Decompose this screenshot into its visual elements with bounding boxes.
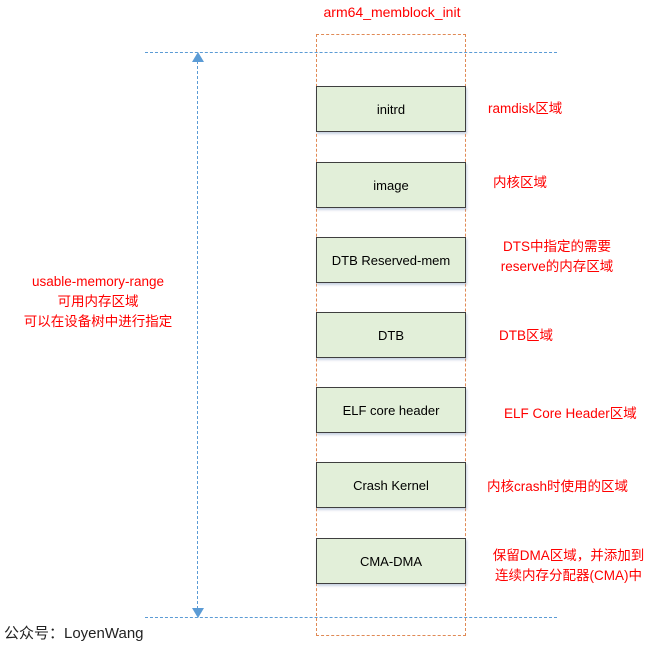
arrow-up-icon (192, 52, 204, 62)
note-cma-dma: 保留DMA区域，并添加到 连续内存分配器(CMA)中 (481, 546, 656, 586)
range-label-line: usable-memory-range (31, 274, 165, 289)
note-dtb: DTB区域 (499, 328, 553, 343)
note-elf-core-header: ELF Core Header区域 (504, 406, 637, 421)
note-line: DTS中指定的需要 (503, 239, 611, 254)
block-dtb-reserved-mem: DTB Reserved-mem (316, 237, 466, 283)
note-initrd: ramdisk区域 (488, 101, 563, 116)
usable-memory-range-label: usable-memory-range 可用内存区域 可以在设备树中进行指定 (0, 272, 196, 332)
note-image: 内核区域 (493, 175, 547, 190)
note-line: 连续内存分配器(CMA)中 (495, 568, 642, 583)
range-bottom-line (145, 617, 557, 618)
range-label-line: 可以在设备树中进行指定 (23, 314, 173, 329)
watermark: 公众号：LoyenWang (4, 625, 144, 642)
block-initrd: initrd (316, 86, 466, 132)
diagram-title: arm64_memblock_init (323, 4, 461, 20)
range-arrow-shaft (197, 56, 198, 614)
note-line: 保留DMA区域，并添加到 (492, 548, 645, 563)
note-crash-kernel: 内核crash时使用的区域 (487, 479, 629, 494)
block-crash-kernel: Crash Kernel (316, 462, 466, 508)
arrow-down-icon (192, 608, 204, 618)
note-line: reserve的内存区域 (500, 259, 614, 274)
note-dtb-reserved-mem: DTS中指定的需要 reserve的内存区域 (492, 237, 622, 277)
block-dtb: DTB (316, 312, 466, 358)
block-cma-dma: CMA-DMA (316, 538, 466, 584)
range-label-line: 可用内存区域 (57, 294, 139, 309)
block-elf-core-header: ELF core header (316, 387, 466, 433)
range-top-line (145, 52, 557, 53)
block-image: image (316, 162, 466, 208)
